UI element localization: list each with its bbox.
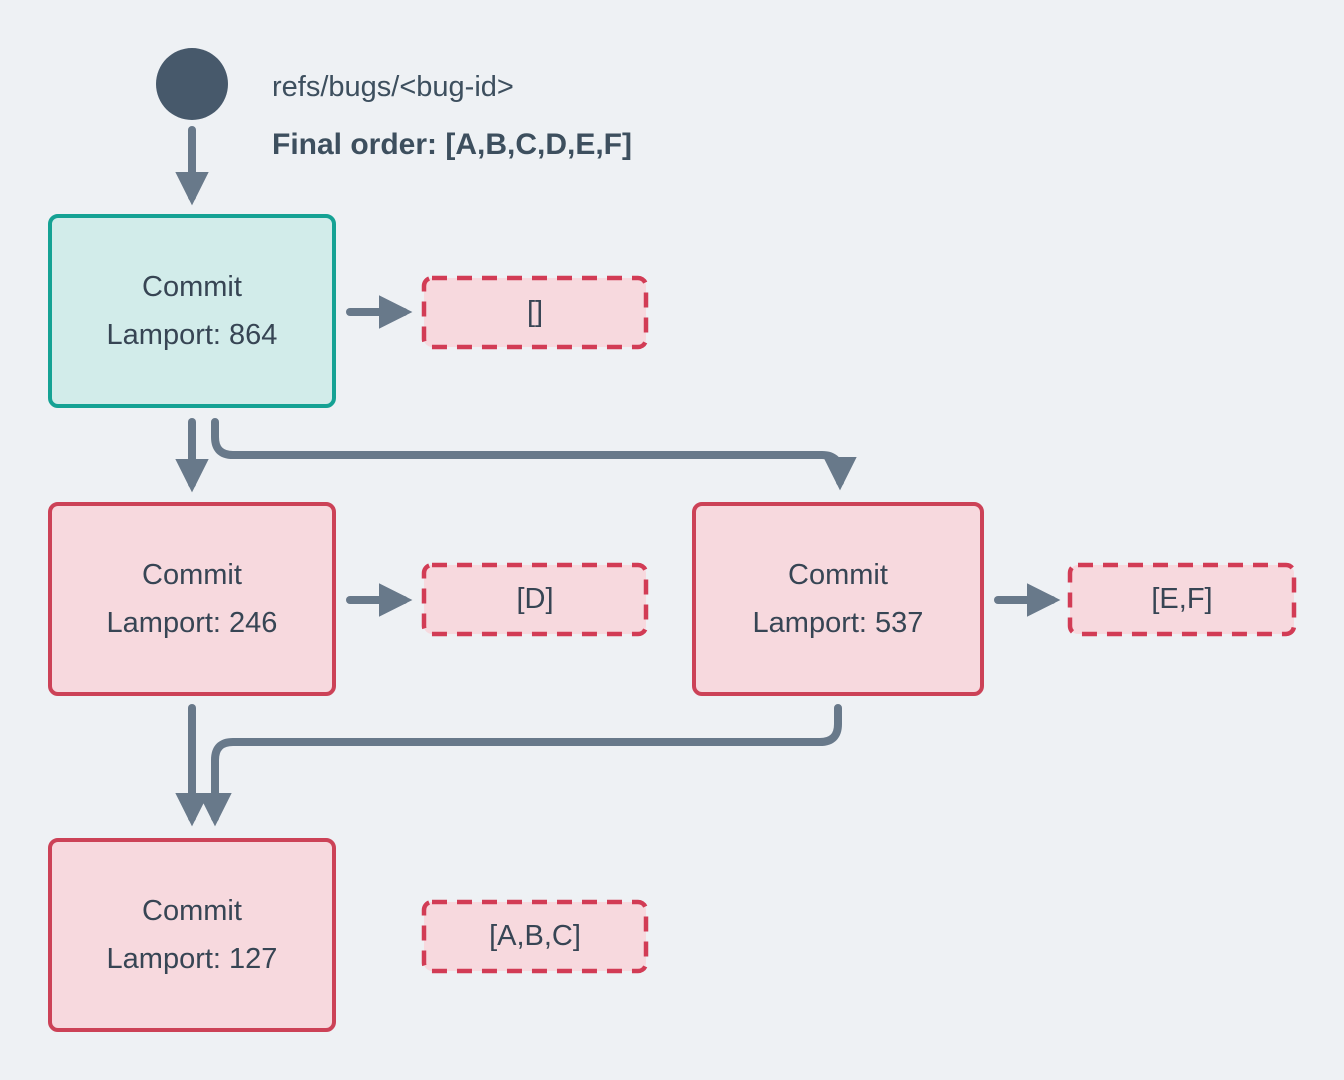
commit-title: Commit [142,559,242,591]
result-value: [E,F] [1151,583,1213,615]
result-box-d: [D] [422,563,648,636]
result-value: [A,B,C] [489,920,581,952]
commit-node-864: Commit Lamport: 864 [48,214,336,408]
commit-lamport: Lamport: 127 [106,943,278,975]
result-box-abc: [A,B,C] [422,900,648,973]
commit-title: Commit [788,559,888,591]
ref-head-circle [156,48,228,120]
final-order-label: Final order: [A,B,C,D,E,F] [272,128,632,161]
result-outline-empty [421,275,649,350]
result-box-ef: [E,F] [1068,563,1296,636]
arrow-commit864-to-commit537 [211,418,857,491]
result-outline-ef [1067,562,1297,637]
result-value: [] [526,296,544,328]
result-value: [D] [516,583,554,615]
commit-lamport: Lamport: 246 [106,607,278,639]
commit-title: Commit [142,895,242,927]
ref-label: refs/bugs/<bug-id> [272,71,514,103]
arrow-commit537-to-commit127 [198,704,842,827]
commit-title: Commit [142,271,242,303]
commit-node-127: Commit Lamport: 127 [48,838,336,1032]
commit-lamport: Lamport: 864 [106,319,278,351]
commit-node-246: Commit Lamport: 246 [48,502,336,696]
result-outline-d [421,562,649,637]
result-box-empty: [] [422,276,648,349]
commit-lamport: Lamport: 537 [752,607,924,639]
result-outline-abc [421,899,649,974]
commit-node-537: Commit Lamport: 537 [692,502,984,696]
